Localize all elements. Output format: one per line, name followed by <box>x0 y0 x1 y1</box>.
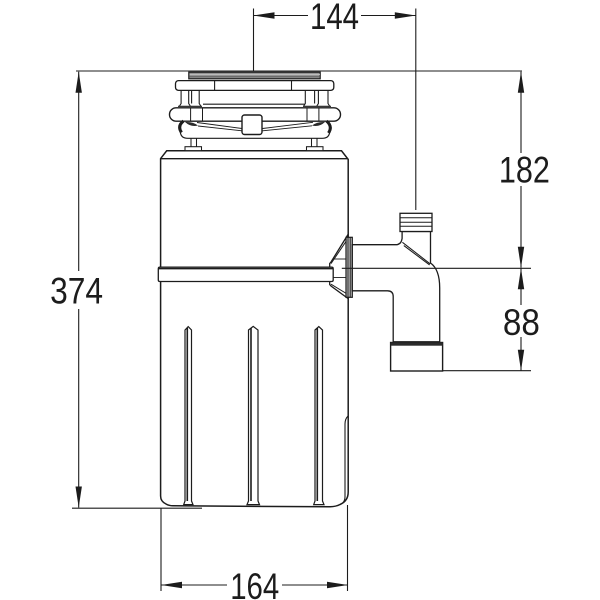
svg-text:182: 182 <box>499 150 550 191</box>
svg-text:144: 144 <box>310 0 359 37</box>
svg-text:164: 164 <box>230 566 279 600</box>
svg-text:374: 374 <box>50 271 103 312</box>
svg-text:88: 88 <box>503 302 540 343</box>
